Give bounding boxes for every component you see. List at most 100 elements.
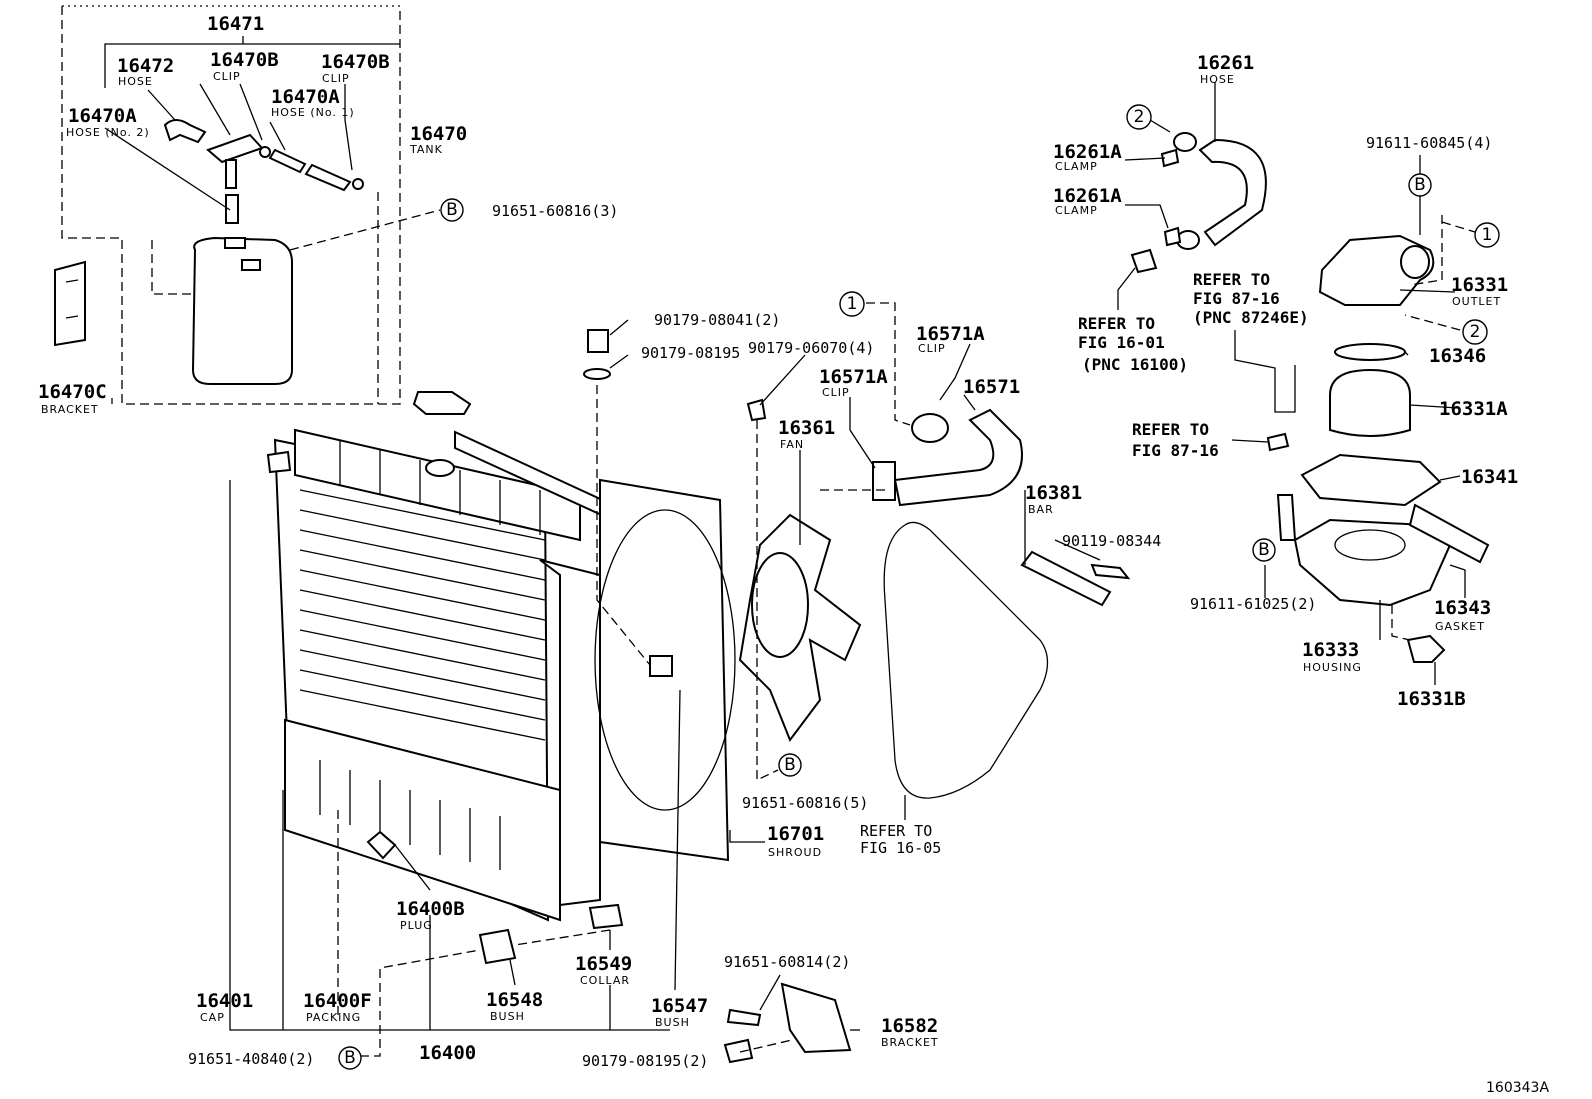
marker-2-outlet: 2: [1462, 319, 1488, 345]
desc-16261A-1: CLAMP: [1055, 160, 1098, 173]
reference-notes: REFER TO FIG 87-16 (PNC 87246E) REFER TO…: [860, 270, 1309, 857]
tank-cap: [206, 133, 264, 164]
label-16549: 16549: [575, 953, 632, 975]
label-16470B-2: 16470B: [321, 51, 390, 73]
svg-text:B: B: [1414, 175, 1426, 195]
svg-text:B: B: [1258, 540, 1270, 560]
label-16547: 16547: [651, 995, 708, 1017]
label-16343: 16343: [1434, 597, 1491, 619]
svg-text:B: B: [344, 1048, 356, 1068]
marker-1-outlet: 1: [1474, 222, 1500, 248]
markers: B B B B B 1 1 2 2: [338, 104, 1500, 1070]
marker-b-tank: B: [440, 198, 464, 222]
label-91651-40840: 91651-40840(2): [188, 1050, 314, 1068]
label-16331B: 16331B: [1397, 688, 1466, 710]
lower-parts: [366, 830, 852, 1064]
desc-16547: BUSH: [655, 1016, 690, 1029]
label-16571: 16571: [963, 376, 1020, 398]
label-16361: 16361: [778, 417, 835, 439]
svg-text:B: B: [446, 200, 458, 220]
desc-16400F: PACKING: [306, 1011, 361, 1024]
label-16470A-1: 16470A: [271, 86, 340, 108]
leader-lines: [229, 82, 1476, 1057]
svg-text:FIG 16-01: FIG 16-01: [1078, 333, 1165, 352]
label-16346: 16346: [1429, 345, 1486, 367]
label-90179-08195-top: 90179-08195: [641, 344, 740, 362]
svg-text:B: B: [784, 755, 796, 775]
label-90179-08041: 90179-08041(2): [654, 311, 780, 329]
label-16400F: 16400F: [303, 990, 372, 1012]
label-91651-60816-5: 91651-60816(5): [742, 794, 868, 812]
label-16261: 16261: [1197, 52, 1254, 74]
label-91611-60845: 91611-60845(4): [1366, 134, 1492, 152]
svg-text:2: 2: [1470, 322, 1481, 342]
desc-16361: FAN: [780, 438, 804, 451]
label-16472: 16472: [117, 55, 174, 77]
desc-16333: HOUSING: [1303, 661, 1362, 674]
figure-id: 160343A: [1486, 1080, 1549, 1096]
adjusting-bar: [1020, 550, 1112, 607]
label-16471: 16471: [207, 13, 264, 35]
label-16470B-1: 16470B: [210, 49, 279, 71]
label-16381: 16381: [1025, 482, 1082, 504]
ref-fig-16-01: REFER TO FIG 16-01 (PNC 16100): [1078, 314, 1188, 374]
desc-16381: BAR: [1028, 503, 1054, 516]
desc-16470B-1: CLIP: [213, 70, 241, 83]
radiator-cap: [412, 391, 472, 415]
desc-16549: COLLAR: [580, 974, 630, 987]
svg-text:1: 1: [847, 294, 858, 314]
reserve-tank: [191, 236, 293, 385]
ref-fig-87-16-pnc: REFER TO FIG 87-16 (PNC 87246E): [1193, 270, 1309, 327]
marker-b-outlet: B: [1408, 173, 1432, 197]
desc-16470B-2: CLIP: [322, 72, 350, 85]
svg-text:1: 1: [1482, 225, 1493, 245]
desc-16261A-2: CLAMP: [1055, 204, 1098, 217]
desc-16343: GASKET: [1435, 620, 1485, 633]
label-16571A-2: 16571A: [819, 366, 888, 388]
label-16400: 16400: [419, 1042, 476, 1064]
v-belt: [883, 521, 1049, 799]
tank-bracket: [54, 260, 86, 347]
part-labels: 16471 16472 HOSE 16470B CLIP 16470B CLIP…: [38, 13, 1518, 1070]
svg-text:REFER TO: REFER TO: [1193, 270, 1270, 289]
thermostat-group: [1130, 132, 1490, 663]
label-91611-61025: 91611-61025(2): [1190, 595, 1316, 613]
label-16701: 16701: [767, 823, 824, 845]
label-16470: 16470: [410, 123, 467, 145]
label-91651-60814: 91651-60814(2): [724, 953, 850, 971]
hose-no1-b: [304, 163, 352, 192]
desc-16571A-2: CLIP: [822, 386, 850, 399]
label-91651-60816-3: 91651-60816(3): [492, 202, 618, 220]
label-90119-08344: 90119-08344: [1062, 532, 1161, 550]
desc-16472: HOSE: [118, 75, 153, 88]
label-16470A-2: 16470A: [68, 105, 137, 127]
label-16548: 16548: [486, 989, 543, 1011]
label-90179-08195-bot: 90179-08195(2): [582, 1052, 708, 1070]
drain-plug: [1406, 634, 1446, 663]
thermostat: [1329, 368, 1411, 437]
ref-fig-87-16: REFER TO FIG 87-16: [1132, 420, 1219, 460]
label-90179-06070: 90179-06070(4): [748, 339, 874, 357]
desc-16331: OUTLET: [1452, 295, 1501, 308]
svg-text:FIG 87-16: FIG 87-16: [1193, 289, 1280, 308]
grommet: [649, 655, 673, 677]
thermostat-housing: [1293, 518, 1452, 607]
svg-text:FIG 16-05: FIG 16-05: [860, 839, 941, 857]
label-16261A-2: 16261A: [1053, 185, 1122, 207]
desc-16470C: BRACKET: [41, 403, 99, 416]
desc-16548: BUSH: [490, 1010, 525, 1023]
upper-hose: [872, 408, 1023, 507]
svg-text:2: 2: [1134, 107, 1145, 127]
label-16261A-1: 16261A: [1053, 141, 1122, 163]
label-16331A: 16331A: [1439, 398, 1508, 420]
label-16400B: 16400B: [396, 898, 465, 920]
fan-shroud: [583, 329, 862, 862]
marker-b-housing: B: [1252, 538, 1276, 562]
label-16571A-1: 16571A: [916, 323, 985, 345]
label-16401: 16401: [196, 990, 253, 1012]
svg-text:REFER TO: REFER TO: [1132, 420, 1209, 439]
gasket-ring: [1334, 343, 1406, 361]
desc-16261: HOSE: [1200, 73, 1235, 86]
housing-gasket: [1300, 453, 1442, 507]
